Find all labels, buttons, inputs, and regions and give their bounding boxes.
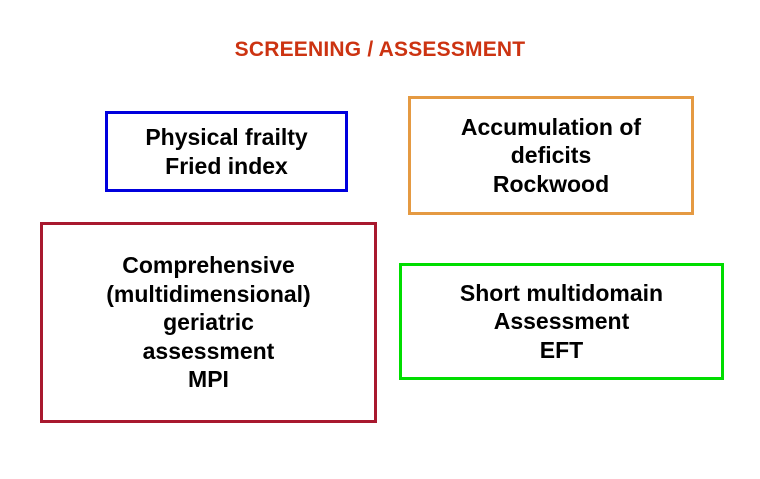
- concept-box-short-multidomain-assessment-label: Short multidomain Assessment EFT: [459, 279, 664, 363]
- concept-box-short-multidomain-assessment: Short multidomain Assessment EFT: [399, 263, 724, 380]
- concept-box-physical-frailty: Physical frailty Fried index: [105, 111, 348, 192]
- concept-box-physical-frailty-label: Physical frailty Fried index: [145, 123, 308, 179]
- concept-box-comprehensive-geriatric-assessment-label: Comprehensive (multidimensional) geriatr…: [106, 252, 311, 393]
- page-title: SCREENING / ASSESSMENT: [234, 38, 526, 61]
- concept-box-accumulation-deficits-label: Accumulation of deficits Rockwood: [460, 113, 642, 197]
- concept-box-accumulation-deficits: Accumulation of deficits Rockwood: [408, 96, 694, 215]
- concept-box-comprehensive-geriatric-assessment: Comprehensive (multidimensional) geriatr…: [40, 222, 377, 423]
